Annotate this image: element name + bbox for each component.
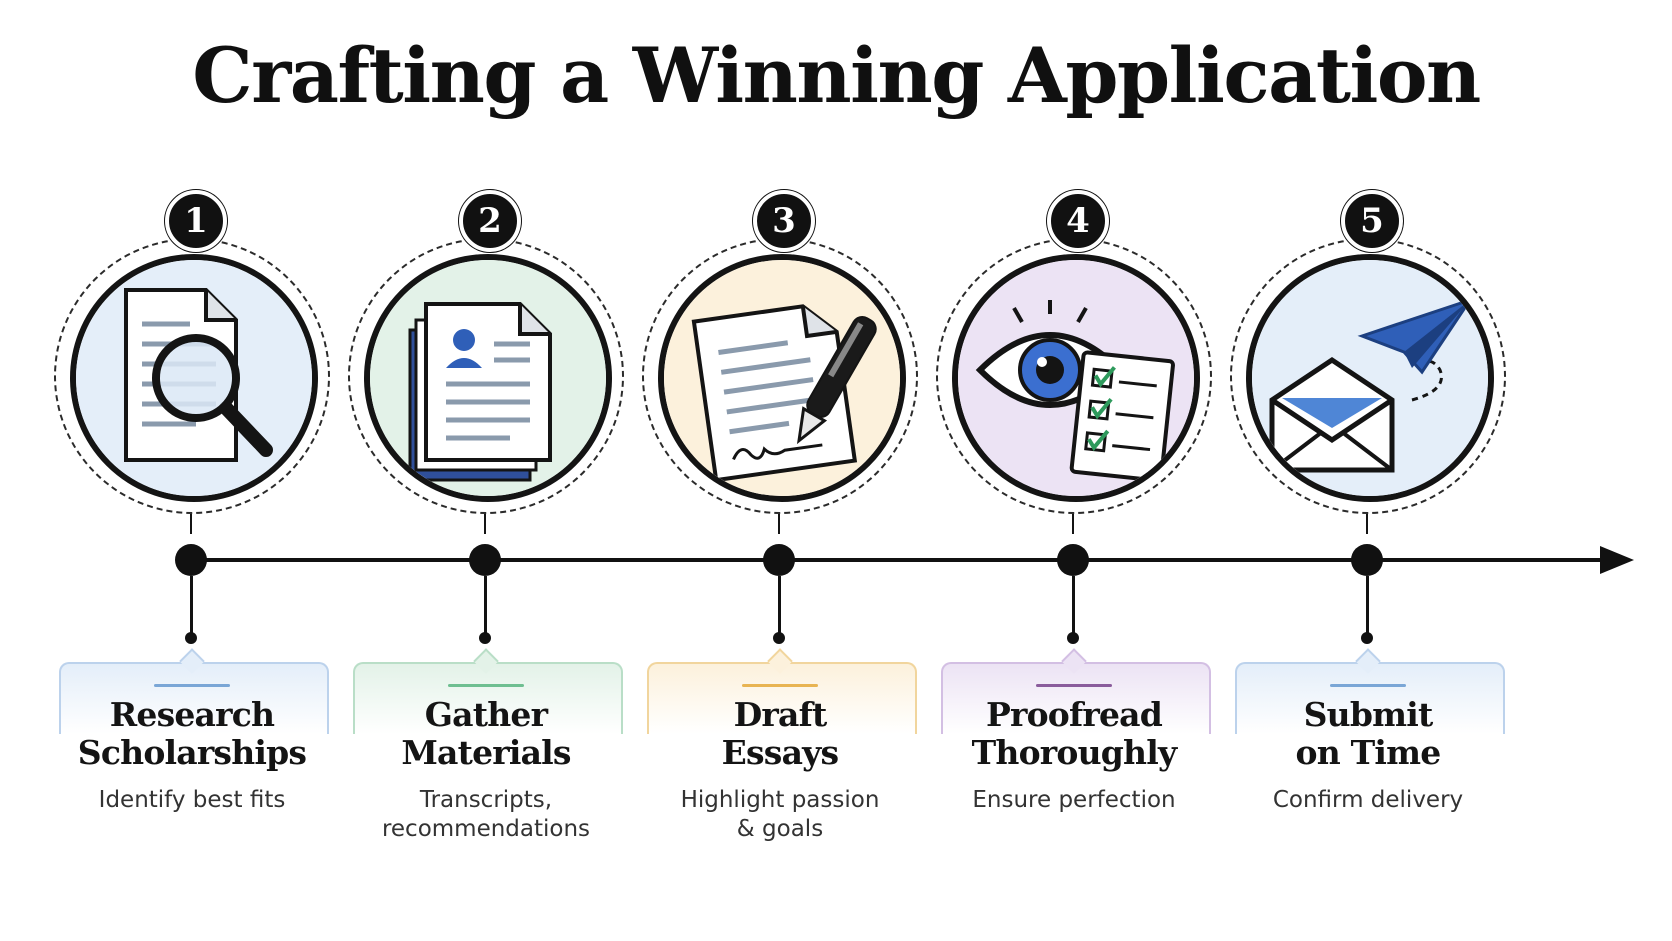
step-1-circle (54, 238, 330, 514)
step-1-card (59, 662, 329, 734)
step-5-description: Confirm delivery (1272, 787, 1464, 813)
step-4: 4 Proofread Thoroughly Ensure perfection (924, 0, 1224, 941)
step-1-description: Identify best fits (98, 787, 286, 813)
step-1-timeline-dot (175, 544, 207, 576)
step-2: 2 Gather Materials Transcripts, recommen… (336, 0, 636, 941)
timeline-arrow-icon (1600, 546, 1634, 574)
pen-paper-icon (664, 260, 900, 496)
envelope-paper-plane-icon (1252, 260, 1488, 496)
step-3-icon-frame (658, 254, 906, 502)
step-2-timeline-dot (469, 544, 501, 576)
step-5-circle (1230, 238, 1506, 514)
step-2-description: Transcripts, recommendations (381, 787, 591, 842)
step-1-title: Research Scholarships (77, 695, 307, 772)
step-3-description: Highlight passion & goals (680, 787, 880, 842)
step-1-number-badge: 1 (165, 190, 227, 252)
step-4-title: Proofread Thoroughly (971, 695, 1178, 772)
step-4-description: Ensure perfection (972, 787, 1176, 813)
eye-checklist-icon (958, 260, 1194, 496)
step-4-circle (936, 238, 1212, 514)
page-title: Crafting a Winning Application (192, 31, 1481, 120)
step-3: 3 Draft Essays Highlight passion & goals (630, 0, 930, 941)
step-5-timeline-dot (1351, 544, 1383, 576)
step-1-icon-frame (70, 254, 318, 502)
step-2-icon-frame (364, 254, 612, 502)
step-2-title: Gather Materials (401, 695, 571, 772)
step-5-title: Submit on Time (1295, 695, 1442, 772)
step-2-number-badge: 2 (459, 190, 521, 252)
step-4-card (941, 662, 1211, 734)
step-5: 5 Submit on Time Confirm delivery (1218, 0, 1518, 941)
step-5-number-badge: 5 (1341, 190, 1403, 252)
step-4-timeline-dot (1057, 544, 1089, 576)
timeline-line (206, 558, 1606, 562)
magnifier-document-icon (76, 260, 312, 496)
step-1: 1 Research Scholarships Identify best fi… (42, 0, 342, 941)
step-3-circle (642, 238, 918, 514)
step-3-title: Draft Essays (721, 695, 839, 772)
step-2-circle (348, 238, 624, 514)
step-5-icon-frame (1246, 254, 1494, 502)
step-5-card (1235, 662, 1505, 734)
step-3-number-badge: 3 (753, 190, 815, 252)
step-4-number-badge: 4 (1047, 190, 1109, 252)
documents-stack-icon (370, 260, 606, 496)
step-4-icon-frame (952, 254, 1200, 502)
step-3-timeline-dot (763, 544, 795, 576)
